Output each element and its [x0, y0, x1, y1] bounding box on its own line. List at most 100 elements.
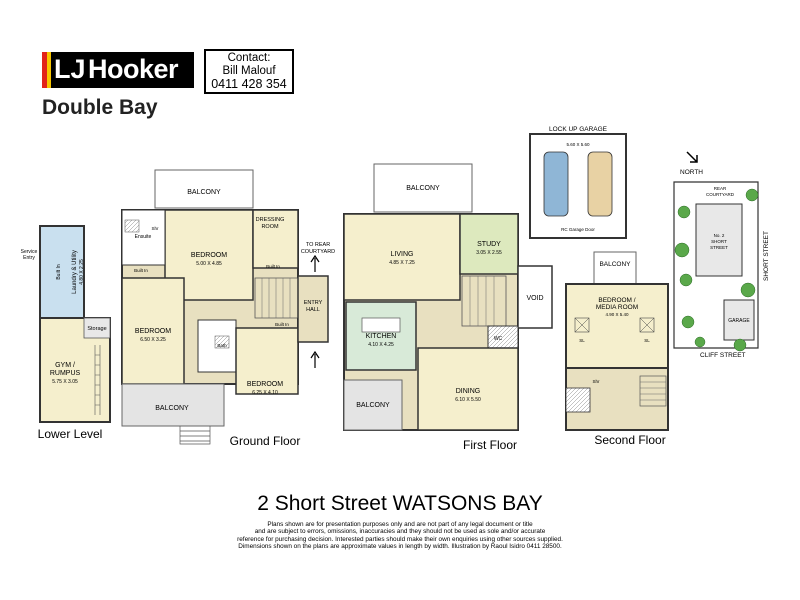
- north-label: NORTH: [680, 169, 703, 176]
- bath-tiles: [214, 335, 230, 349]
- media-label: BEDROOM /: [598, 297, 635, 304]
- kitchen-dims: 4.10 X 4.25: [368, 342, 394, 348]
- second-balcony-label: BALCONY: [599, 261, 631, 268]
- dressing-room: [252, 209, 299, 269]
- site-house-no-3: STREET: [710, 245, 728, 250]
- cliff-street-label: CLIFF STREET: [700, 352, 746, 359]
- entry-arrow-icon: [310, 350, 320, 368]
- bedroom-1-label: BEDROOM: [191, 252, 227, 259]
- ground-front-steps: [179, 426, 211, 445]
- living-room: [343, 213, 461, 301]
- site-plan: NORTH GARAGE REAR COURTYARD No. 2 SHORT …: [673, 151, 770, 359]
- laundry-builtin: Built In: [56, 264, 62, 280]
- lower-level-plan: Laundry & Utility 4.80 X 2.25 Built In S…: [21, 225, 111, 441]
- garage-plan: LOCK UP GARAGE 5.60 X 5.60 RC Garage Doo…: [529, 126, 627, 239]
- site-house-no-2: SHORT: [711, 239, 727, 244]
- disclaimer-line-4: Dimensions shown on the plans are approx…: [238, 543, 562, 551]
- second-stairs: [639, 375, 667, 407]
- sl-label-right: SL: [644, 338, 650, 343]
- service-entry-label: Service: [21, 249, 38, 255]
- ground-floor-plan: BALCONY BEDROOM 5.00 X 4.85 DRESSING ROO…: [121, 169, 335, 448]
- bedroom-3-label: BEDROOM: [247, 381, 283, 388]
- wc-label: WC: [494, 336, 503, 342]
- first-balcony-bottom-label: BALCONY: [356, 402, 390, 409]
- skylight-left-cross: [574, 317, 590, 333]
- gym-label: GYM /: [55, 362, 75, 369]
- void-label: VOID: [526, 295, 543, 302]
- disclaimer-line-2: and are subject to errors, omissions, in…: [254, 528, 546, 536]
- up-arrow-icon: [310, 254, 320, 272]
- car-blue-icon: [543, 151, 569, 217]
- garage-door-label: RC Garage Door: [561, 227, 595, 232]
- ground-balcony-top-label: BALCONY: [187, 189, 221, 196]
- second-balcony: [593, 251, 637, 285]
- site-rear-label-2: COURTYARD: [706, 192, 735, 197]
- short-street-label: SHORT STREET: [763, 231, 770, 281]
- gym-dims: 5.75 X 3.05: [52, 379, 78, 385]
- first-floor-caption: First Floor: [463, 438, 517, 452]
- garage-dims: 5.60 X 5.60: [566, 142, 590, 147]
- media-dims: 4.90 X 5.40: [605, 312, 629, 317]
- garage-title: LOCK UP GARAGE: [549, 126, 608, 133]
- dining-label: DINING: [456, 388, 481, 395]
- contact-box: Contact: Bill Malouf 0411 428 354: [204, 49, 294, 94]
- site-rear-label: REAR: [714, 186, 727, 191]
- laundry-dims: 4.80 X 2.25: [79, 259, 85, 285]
- north-arrow-icon: [686, 151, 698, 163]
- rear-courtyard-label: TO REAR: [306, 242, 330, 248]
- disclaimer-line-1: Plans shown are for presentation purpose…: [267, 521, 533, 528]
- ensuite-shr-label: Shr: [151, 226, 159, 231]
- skylight-left: [574, 317, 590, 333]
- study-room: [459, 213, 519, 275]
- bedroom-3: [235, 327, 299, 395]
- dressing-label-2: ROOM: [261, 224, 279, 230]
- first-balcony-top: [373, 163, 473, 213]
- study-dims: 3.05 X 2.55: [476, 250, 502, 256]
- ground-builtin-3: Built In: [275, 322, 289, 327]
- media-label-2: MEDIA ROOM: [596, 304, 638, 311]
- living-label: LIVING: [391, 251, 414, 258]
- disclaimer-line-3: reference for purchasing decision. Inter…: [237, 535, 563, 543]
- second-stair-treads: [640, 381, 666, 401]
- void-area: [517, 265, 553, 329]
- ensuite: [121, 209, 166, 266]
- storage-label: Storage: [87, 326, 106, 332]
- first-balcony-top-label: BALCONY: [406, 185, 440, 192]
- first-stairs: [461, 275, 507, 327]
- brand-logo: LJ Hooker: [42, 52, 194, 88]
- kitchen: [345, 301, 417, 371]
- disclaimer: Plans shown are for presentation purpose…: [220, 521, 580, 551]
- ground-balcony-top: [154, 169, 254, 209]
- first-floor-plan: BALCONY LIVING 4.85 X 7.25 STUDY 3.05 X …: [343, 163, 553, 452]
- sl-label-left: SL: [579, 338, 585, 343]
- bedroom-1-dims: 5.00 X 4.85: [196, 261, 222, 267]
- first-wc: [487, 325, 519, 349]
- site-garage-label: GARAGE: [728, 318, 750, 324]
- site-house: [695, 203, 743, 277]
- contact-agent: Bill Malouf: [222, 65, 276, 77]
- dining-room: [417, 347, 519, 431]
- contact-phone: 0411 428 354: [211, 77, 287, 91]
- property-address: 2 Short Street WATSONS BAY: [257, 492, 543, 515]
- lower-stairs: [94, 345, 101, 415]
- gym-label-2: RUMPUS: [50, 370, 81, 377]
- first-stair-treads: [469, 276, 495, 326]
- skylight-right-cross: [639, 317, 655, 333]
- ensuite-label: Ensuite: [135, 234, 152, 240]
- living-dims: 4.85 X 7.25: [389, 260, 415, 266]
- ground-builtin-2: Built In: [266, 264, 280, 269]
- car-tan-icon: [587, 151, 613, 217]
- site-trees: [674, 188, 759, 352]
- laundry-label: Laundry & Utility: [72, 250, 78, 294]
- ground-balcony-bottom: [121, 383, 225, 427]
- skylight-right: [639, 317, 655, 333]
- dining-dims: 6.10 X 5.50: [455, 397, 481, 403]
- first-balcony-bottom: [343, 379, 403, 431]
- bedroom-3-dims: 6.25 X 4.10: [252, 390, 278, 396]
- entry-label: ENTRY: [304, 300, 323, 306]
- study-label: STUDY: [477, 241, 501, 248]
- second-shr-label: Shr: [592, 379, 600, 384]
- kitchen-label: KITCHEN: [366, 333, 397, 340]
- site-house-no: No. 2: [714, 233, 725, 238]
